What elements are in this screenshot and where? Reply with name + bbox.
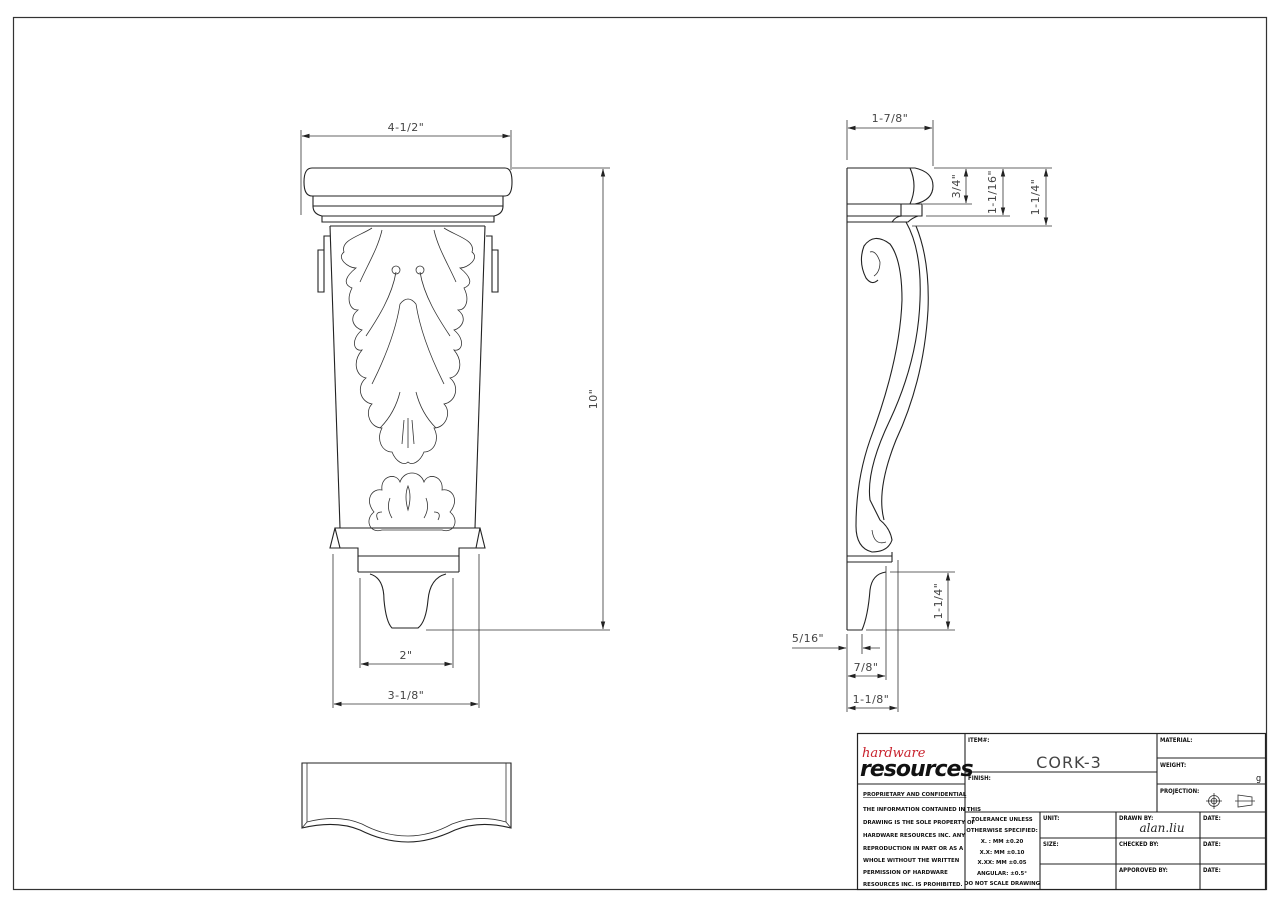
tolerance-line: OTHERWISE SPECIFIED: [966,828,1037,834]
unit-label: UNIT: [1043,815,1059,822]
side-dimensions: 1-7/8" 3/4" 1-1/16" 1-1/4" 1-1/4" 5/16" … [792,112,1052,712]
title-block: hardware resources PROPRIETARY AND CONFI… [856,732,1267,891]
item-label: ITEM#: [968,737,989,744]
proprietary-line: THE INFORMATION CONTAINED IN THIS [863,807,981,813]
item-number: CORK-3 [1036,753,1102,772]
date-label: DATE: [1203,841,1221,848]
sheet-border [12,16,1268,891]
dim-offset: 5/16" [792,632,824,645]
front-dimensions: 4-1/2" 10" 2" 3-1/8" [300,121,610,708]
side-view [846,167,934,631]
logo-bottom: resources [860,757,973,782]
drawn-by-label: DRAWN BY: [1119,815,1153,822]
proprietary-heading: PROPRIETARY AND CONFIDENTIAL [863,792,967,798]
dim-depth-top: 1-7/8" [872,112,909,125]
drawn-by-signature: alan.liu [1139,821,1184,835]
dim-bottom-outer: 3-1/8" [388,689,425,702]
tolerance-line: ANGULAR: ±0.5° [977,871,1027,877]
finish-label: FINISH: [968,775,991,782]
tolerance-line: TOLERANCE UNLESS [971,817,1032,823]
weight-unit: g [1256,774,1261,784]
proprietary-line: WHOLE WITHOUT THE WRITTEN [863,858,960,864]
dim-top-width: 4-1/2" [388,121,425,134]
logo-top: hardware [862,746,926,761]
approved-by-label: APPOROVED BY: [1119,867,1168,874]
tolerance-line: DO NOT SCALE DRAWING [964,881,1041,887]
plan-view [301,762,512,843]
date-label: DATE: [1203,867,1221,874]
proprietary-line: PERMISSION OF HARDWARE [863,870,948,876]
proprietary-line: DRAWING IS THE SOLE PROPERTY OF [863,820,976,826]
size-label: SIZE: [1043,841,1059,848]
proprietary-line: RESOURCES INC. IS PROHIBITED. [863,882,963,888]
date-label: DATE: [1203,815,1221,822]
proprietary-line: HARDWARE RESOURCES INC. ANY [863,833,965,839]
tolerance-line: X.X: MM ±0.10 [980,850,1025,856]
projection-label: PROJECTION: [1160,788,1199,795]
dim-cap-1-1-16: 1-1/16" [986,170,999,214]
dim-base-height: 1-1/4" [932,583,945,620]
projection-symbol-icon [1206,793,1255,809]
dim-height: 10" [587,389,600,410]
material-label: MATERIAL: [1160,737,1192,744]
dim-base-depth-7-8: 7/8" [854,661,879,674]
company-logo: hardware resources [860,746,974,782]
dim-bottom-inner: 2" [399,649,412,662]
dim-cap-1-1-4: 1-1/4" [1029,179,1042,216]
front-view [303,167,513,629]
dim-base-depth-1-1-8: 1-1/8" [853,693,890,706]
checked-by-label: CHECKED BY: [1119,841,1159,848]
weight-label: WEIGHT: [1160,762,1186,769]
dim-cap-3-4: 3/4" [950,174,963,199]
tolerance-line: X. : MM ±0.20 [981,839,1024,845]
tolerance-line: X.XX: MM ±0.05 [978,860,1027,866]
proprietary-line: REPRODUCTION IN PART OR AS A [863,846,964,852]
